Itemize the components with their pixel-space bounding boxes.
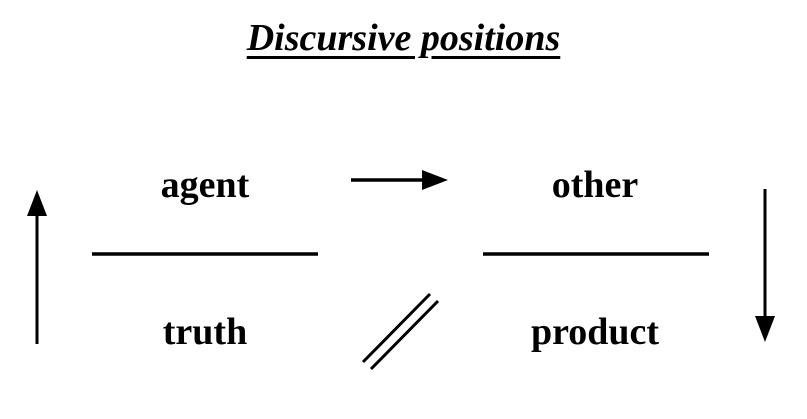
position-truth: truth — [162, 311, 248, 353]
diagram-title: Discursive positions — [246, 17, 561, 59]
position-agent: agent — [160, 164, 250, 206]
position-product: product — [530, 311, 660, 353]
barrier-double-slash — [361, 292, 440, 371]
agent-to-other-arrow — [351, 170, 448, 190]
truth-to-agent-arrow — [27, 190, 47, 344]
position-other: other — [551, 164, 639, 206]
other-to-product-arrow — [755, 189, 775, 342]
